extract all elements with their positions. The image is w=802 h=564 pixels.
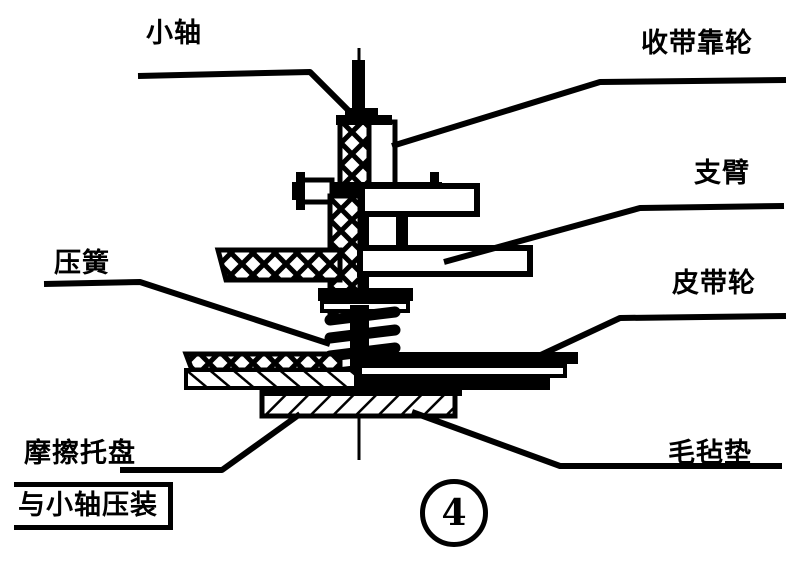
friction-tray [259,386,462,419]
callout-leader-friction-tray [120,411,302,473]
label-support-arm: 支臂 [694,158,750,189]
label-compression-spring: 压簧 [54,248,110,279]
callout-leader-belt-pulley [528,313,787,363]
callout-leader-take-up-guide-wheel [391,77,787,149]
figure-number-badge: 4 [420,479,488,547]
label-take-up-guide-wheel: 收带靠轮 [641,28,753,59]
label-belt-pulley: 皮带轮 [672,268,756,299]
right-flange-plate [359,183,480,250]
callout-leader-small-shaft [137,69,363,125]
callout-leader-felt-pad [410,409,782,469]
belt-pulley [358,352,578,390]
label-felt-pad: 毛毡垫 [668,438,752,469]
callout-leader-support-arm [443,203,785,265]
label-small-shaft: 小轴 [146,18,202,49]
felt-pad [182,351,358,390]
label-friction-tray: 摩擦托盘 [24,438,136,469]
callout-leader-compression-spring [43,279,331,347]
label-press-fit-with-shaft: 与小轴压装 [14,482,173,530]
